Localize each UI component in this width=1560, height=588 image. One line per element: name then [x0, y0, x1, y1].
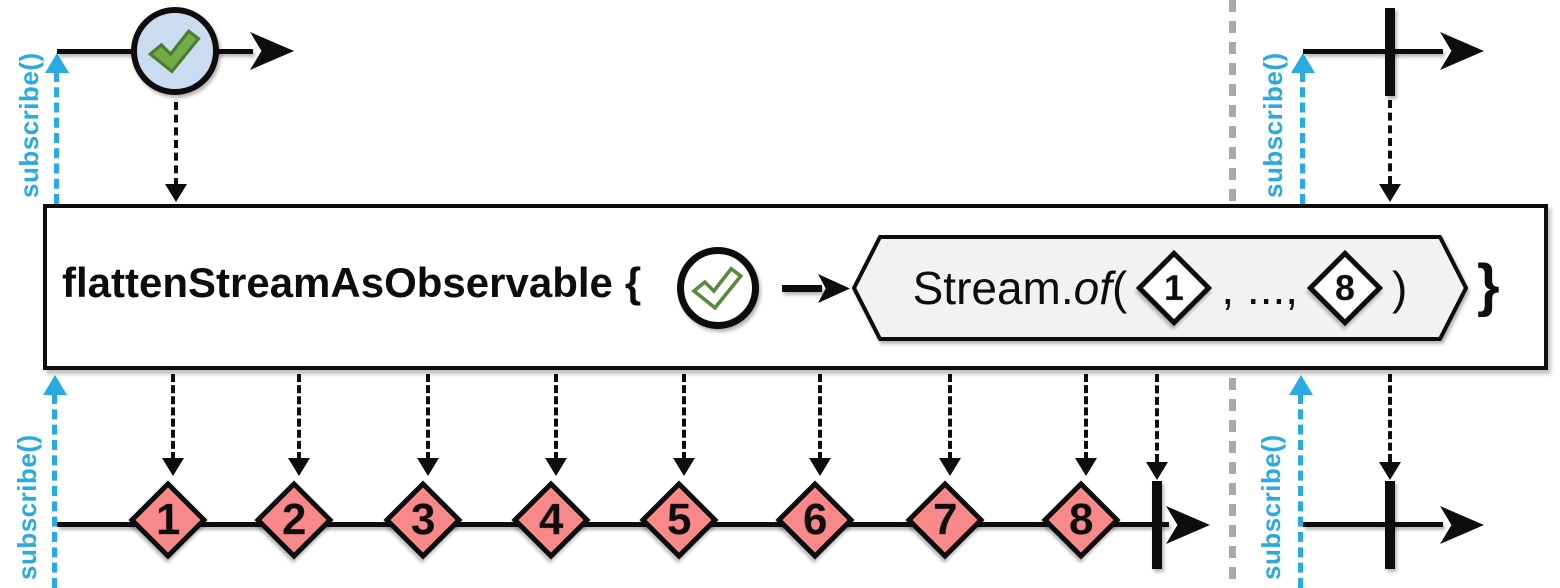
stream-paren-open: ( [1112, 262, 1128, 314]
emit-arrow [1084, 374, 1088, 460]
output-timeline [57, 522, 1169, 527]
emit-arrow [171, 374, 175, 460]
complete-bar [1385, 8, 1395, 96]
emit-arrowhead-icon [1075, 458, 1097, 476]
source-timeline [1303, 49, 1443, 54]
subscribe-label: subscribe() [12, 434, 42, 580]
stream-item-value: 1 [1164, 267, 1185, 308]
output-timeline [1303, 522, 1443, 527]
source-timeline-arrowhead-icon [250, 32, 294, 70]
flatten-arrow-icon [782, 285, 822, 292]
emit-arrowhead-icon [809, 458, 831, 476]
emit-arrow [297, 374, 301, 460]
subscribe-arrow [1298, 394, 1303, 588]
emit-arrowhead-icon [417, 458, 439, 476]
stream-paren-close: ) [1392, 262, 1408, 314]
output-item-diamond: 8 [1041, 480, 1121, 560]
complete-bar [1385, 481, 1395, 569]
operator-open-brace: { [624, 259, 642, 306]
source-marble [131, 7, 219, 95]
output-item-diamond: 1 [128, 480, 208, 560]
subscribe-arrowhead-icon [1291, 53, 1315, 73]
stream-item-diamond: 1 [1127, 241, 1221, 335]
emit-arrowhead-icon [939, 458, 961, 476]
check-outline-icon [691, 266, 744, 311]
stream-item-diamond: 8 [1298, 241, 1392, 335]
source-timeline-arrowhead-icon [1440, 32, 1484, 70]
output-item-diamond: 7 [905, 480, 985, 560]
check-icon [147, 29, 201, 74]
output-timeline-arrowhead-icon [1440, 506, 1484, 544]
output-item-value: 1 [155, 494, 181, 544]
subscribe-arrowhead-icon [1289, 375, 1313, 395]
output-item-diamond: 3 [383, 480, 463, 560]
operator-marble [677, 247, 759, 329]
subscribe-arrow [52, 394, 57, 588]
emit-arrowhead-icon [545, 458, 567, 476]
emit-arrow [818, 374, 822, 460]
source-emit-arrowhead-icon [165, 184, 187, 202]
output-timeline-arrowhead-icon [1166, 506, 1210, 544]
stream-call-prefix: Stream. [912, 262, 1074, 314]
operator-label: flattenStreamAsObservable{ [62, 259, 641, 307]
source-emit-arrow [174, 102, 178, 186]
subscribe-arrow [1300, 72, 1305, 204]
complete-arrowhead-icon [1379, 184, 1401, 202]
emit-arrow [948, 374, 952, 460]
output-item-value: 5 [666, 494, 692, 544]
output-item-value: 6 [802, 494, 828, 544]
operator-name: flattenStreamAsObservable [62, 259, 613, 306]
complete-bar [1152, 481, 1162, 569]
complete-arrowhead-icon [1379, 462, 1401, 480]
output-item-diamond: 6 [775, 480, 855, 560]
operator-close-brace: } [1477, 253, 1500, 318]
output-item-value: 3 [410, 494, 436, 544]
subscribe-arrow [54, 72, 59, 204]
complete-arrow [1388, 374, 1392, 462]
emit-arrowhead-icon [673, 458, 695, 476]
emit-arrow [554, 374, 558, 460]
complete-arrowhead-icon [1146, 462, 1168, 480]
stream-call-fn: of [1073, 262, 1113, 314]
output-item-value: 8 [1068, 494, 1094, 544]
output-item-value: 2 [281, 494, 307, 544]
subscribe-label: subscribe() [1256, 434, 1286, 580]
stream-ellipsis: , ..., [1221, 262, 1299, 314]
subscribe-label: subscribe() [14, 52, 44, 198]
output-item-diamond: 5 [639, 480, 719, 560]
complete-arrow [1155, 374, 1159, 462]
emit-arrowhead-icon [288, 458, 310, 476]
output-item-diamond: 4 [511, 480, 591, 560]
output-item-value: 7 [932, 494, 958, 544]
stream-call-text: Stream.of( 1 , ..., 8 ) [852, 235, 1468, 341]
output-item-value: 4 [538, 494, 564, 544]
emit-arrow [682, 374, 686, 460]
stream-item-value: 8 [1335, 267, 1356, 308]
subscribe-label: subscribe() [1258, 52, 1288, 198]
complete-arrow [1388, 100, 1392, 184]
subscribe-arrowhead-icon [43, 375, 67, 395]
subscribe-arrowhead-icon [45, 53, 69, 73]
emit-arrowhead-icon [162, 458, 184, 476]
output-item-diamond: 2 [254, 480, 334, 560]
emit-arrow [426, 374, 430, 460]
